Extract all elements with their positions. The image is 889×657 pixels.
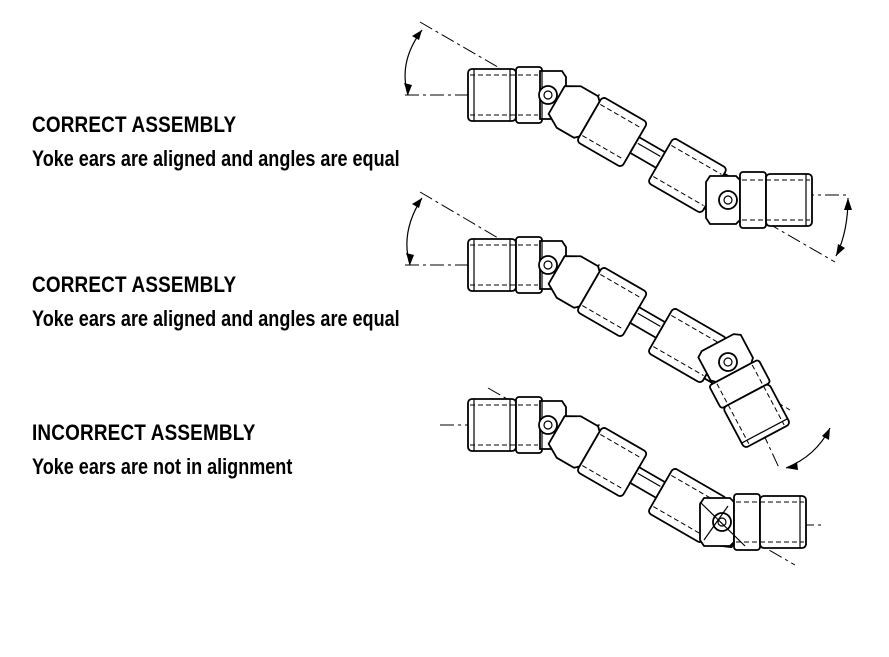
assembly-title: CORRECT ASSEMBLY xyxy=(32,112,237,137)
assembly-description: Yoke ears are aligned and angles are equ… xyxy=(32,306,400,331)
assembly-2-drawing xyxy=(405,191,831,471)
caption-incorrect-assembly: INCORRECT ASSEMBLY Yoke ears are not in … xyxy=(32,420,349,480)
assembly-description: Yoke ears are not in alignment xyxy=(32,454,293,479)
assembly-title: INCORRECT ASSEMBLY xyxy=(32,420,256,445)
assembly-description: Yoke ears are aligned and angles are equ… xyxy=(32,146,400,171)
assembly-3-drawing xyxy=(440,387,822,566)
assembly-1-drawing xyxy=(404,21,852,263)
assembly-title: CORRECT ASSEMBLY xyxy=(32,272,237,297)
caption-correct-assembly-2: CORRECT ASSEMBLY Yoke ears are aligned a… xyxy=(32,272,480,332)
caption-correct-assembly-1: CORRECT ASSEMBLY Yoke ears are aligned a… xyxy=(32,112,480,172)
